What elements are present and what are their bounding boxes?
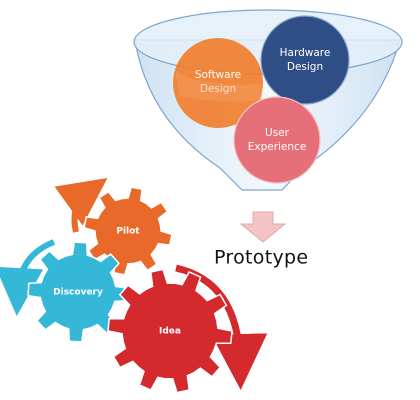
discovery-curved-arrow <box>0 239 56 316</box>
pilot-gear <box>83 186 173 276</box>
hardware-design-circle: Hardware Design <box>260 15 350 105</box>
funnel: Software Design Hardware Design User Exp… <box>133 9 403 191</box>
user-experience-label-1: User <box>265 127 290 139</box>
idea-gear <box>107 268 233 394</box>
software-design-label-2: Design <box>200 83 236 95</box>
discovery-label: Discovery <box>53 288 103 298</box>
user-experience-label-2: Experience <box>248 141 307 153</box>
pilot-curved-arrow <box>54 177 108 233</box>
software-design-label-1: Software <box>195 69 241 81</box>
down-arrow-icon <box>239 211 287 243</box>
pilot-label: Pilot <box>116 227 140 237</box>
software-design-circle: Software Design <box>173 38 263 128</box>
user-experience-circle: User Experience <box>233 96 321 184</box>
hardware-design-label-2: Design <box>287 61 323 73</box>
idea-label: Idea <box>159 327 181 337</box>
hardware-design-label-1: Hardware <box>280 47 331 59</box>
prototype-label: Prototype <box>214 247 308 269</box>
